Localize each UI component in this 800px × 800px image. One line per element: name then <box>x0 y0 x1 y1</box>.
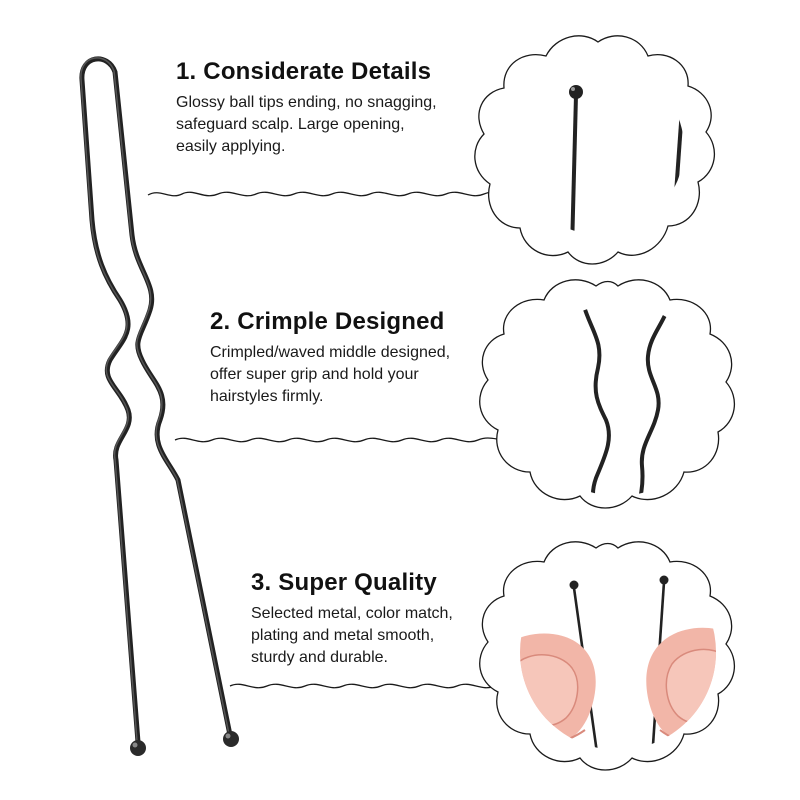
description-line: safeguard scalp. Large opening, <box>176 116 405 133</box>
hairpin-large <box>79 56 239 756</box>
description-line: sturdy and durable. <box>251 649 388 666</box>
feature-description: Glossy ball tips ending, no snagging, sa… <box>176 92 516 158</box>
description-line: hairstyles firmly. <box>210 388 324 405</box>
feature-block-crimple-designed: 2. Crimple Designed Crimpled/waved middl… <box>210 308 510 408</box>
ball-tip <box>569 580 579 590</box>
ball-tip <box>569 85 583 99</box>
feature-description: Selected metal, color match, plating and… <box>251 603 511 669</box>
callout-line-1 <box>147 187 511 197</box>
feature-block-super-quality: 3. Super Quality Selected metal, color m… <box>251 569 511 669</box>
detail-frame-tips <box>474 35 716 265</box>
callout-line-3 <box>229 679 519 689</box>
feature-description: Crimpled/waved middle designed, offer su… <box>210 342 510 408</box>
ball-tip <box>223 731 239 747</box>
ball-tip <box>130 740 146 756</box>
detail-frame-quality <box>479 541 736 771</box>
description-line: Selected metal, color match, <box>251 605 453 622</box>
description-line: offer super grip and hold your <box>210 366 419 383</box>
callout-line-2 <box>174 437 517 443</box>
feature-title: 3. Super Quality <box>251 569 437 596</box>
feature-title: 1. Considerate Details <box>176 58 432 85</box>
feature-block-considerate-details: 1. Considerate Details Glossy ball tips … <box>176 58 516 158</box>
detail-frame-crimple <box>479 279 736 509</box>
description-line: Glossy ball tips ending, no snagging, <box>176 94 437 111</box>
description-line: easily applying. <box>176 138 286 155</box>
description-line: plating and metal smooth, <box>251 627 435 644</box>
description-line: Crimpled/waved middle designed, <box>210 344 451 361</box>
ball-tip <box>659 575 669 585</box>
feature-title: 2. Crimple Designed <box>210 308 445 335</box>
